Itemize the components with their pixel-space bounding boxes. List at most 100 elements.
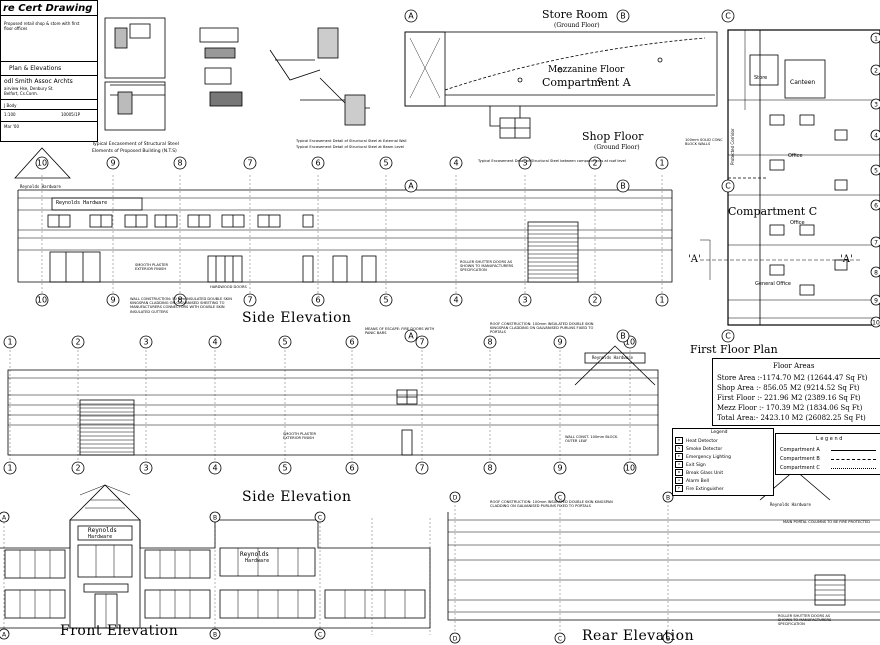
grid-bubble-plan-col-bottom-circle xyxy=(616,329,630,343)
floor-area-row: Store Area :-1174.70 M2 (12644.47 Sq Ft) xyxy=(717,374,868,382)
compartment-a-line xyxy=(831,450,876,451)
front-sign-2-line-1: Reynolds xyxy=(240,551,269,558)
rear-gable-sign: Reynolds Hardware xyxy=(770,502,811,507)
grid-bubble-plan-row-circle xyxy=(870,294,880,306)
floor-area-row-total: Total Area:- 2423.10 M2 (26082.25 Sq Ft) xyxy=(717,414,866,422)
mezzanine-label: Mezzanine Floor xyxy=(548,65,625,75)
grid-bubble-plan-col-mid-circle xyxy=(721,179,735,193)
grid-bubble-side1-bottom: 9 xyxy=(110,296,115,305)
compartment-c-line xyxy=(831,468,876,469)
grid-bubble-plan-col-top-circle xyxy=(404,9,418,23)
floor-areas-heading: Floor Areas xyxy=(773,362,815,370)
grid-bubble-plan-col-top-circle xyxy=(721,9,735,23)
grid-bubble-plan-col-top: C xyxy=(725,12,731,21)
scale-value: 1:100 xyxy=(4,112,16,117)
grid-bubble-side2-bottom-circle xyxy=(415,461,429,475)
grid-bubble-side2-top-circle xyxy=(208,335,222,349)
grid-bubble-side1-top: 4 xyxy=(453,159,458,168)
grid-bubble-side2-top-circle xyxy=(139,335,153,349)
grid-bubble-side1-bottom: 5 xyxy=(383,296,388,305)
note-block-wall: 100mm SOLID CONC BLOCK WALLS xyxy=(685,138,723,147)
detail-caption-encasement: Typical Encasement of Structural Steel xyxy=(92,142,179,147)
shop-floor-subtitle: (Ground Floor) xyxy=(594,144,640,151)
grid-bubble-plan-row: 8 xyxy=(874,270,878,277)
drawing-label: Plan & Elevations xyxy=(9,65,62,72)
grid-bubble-rear-top: B xyxy=(666,495,670,502)
compartment-legend-item: Compartment A xyxy=(780,447,820,453)
note-main-portal: MAIN PORTAL COLUMNS TO BE FIRE PROTECTED xyxy=(783,520,870,524)
grid-bubble-side2-top-circle xyxy=(483,335,497,349)
grid-bubble-side2-bottom-circle xyxy=(3,461,17,475)
grid-bubble-side1-bottom-circle xyxy=(379,293,393,307)
grid-bubble-plan-col-mid-circle xyxy=(404,179,418,193)
grid-bubble-front-bottom-circle xyxy=(209,628,221,640)
grid-bubble-side1-top: 1 xyxy=(659,159,664,168)
compartment-b-line xyxy=(831,459,876,460)
side-elevation-1-title: Side Elevation xyxy=(242,310,352,326)
grid-bubble-front-top-circle xyxy=(314,511,326,523)
grid-bubble-plan-col-top: A xyxy=(408,12,414,21)
rear-elevation-building xyxy=(447,469,880,621)
first-floor-plan xyxy=(700,29,880,326)
grid-bubble-plan-row: 1 xyxy=(874,36,878,43)
grid-bubble-rear-top: C xyxy=(558,495,562,502)
grid-bubble-side2-bottom: 3 xyxy=(143,464,148,473)
side-elevation-1-building xyxy=(14,147,711,283)
grid-bubble-side1-bottom-circle xyxy=(35,293,49,307)
detail-caption-external: Typical Encasement Detail of Structural … xyxy=(296,139,407,143)
grid-bubble-side2-top-circle xyxy=(278,335,292,349)
room-canteen: Canteen xyxy=(790,79,816,86)
fire-extinguisher-icon: F xyxy=(675,485,683,492)
grid-bubble-side1-top-circle xyxy=(106,156,120,170)
grid-bubble-rear-top-circle xyxy=(662,491,674,503)
grid-bubble-plan-row-circle xyxy=(870,64,880,76)
compartment-legend: L e g e n d Compartment A Compartment B … xyxy=(775,433,880,475)
grid-bubble-side1-bottom-circle xyxy=(106,293,120,307)
front-sign-line-2: Hardware xyxy=(88,534,113,540)
grid-bubble-plan-row: 10 xyxy=(872,320,880,327)
gable-sign-side-1: Reynolds Hardware xyxy=(20,184,61,189)
grid-bubble-side2-bottom-circle xyxy=(483,461,497,475)
grid-bubble-side1-bottom-circle xyxy=(311,293,325,307)
note-roller-shutter: ROLLER SHUTTER DOORS AS SHOWN TO MANUFAC… xyxy=(460,260,514,273)
note-wall-construction: WALL CONSTRUCTION: 50 mm INSULATED DOUBL… xyxy=(130,297,232,314)
grid-bubble-side2-bottom-circle xyxy=(623,461,637,475)
detail-caption-compartment: Typical Encasement Detail of Structural … xyxy=(478,159,626,163)
grid-bubble-side1-top-circle xyxy=(35,156,49,170)
grid-bubble-front-top-circle xyxy=(209,511,221,523)
grid-bubble-front-bottom: C xyxy=(318,632,322,639)
detail-caption-elements: Elements of Proposed Building (N.T.S) xyxy=(92,149,177,154)
grid-bubble-side2-bottom: 7 xyxy=(419,464,424,473)
store-room-title: Store Room xyxy=(542,8,608,21)
grid-bubble-side2-bottom: 1 xyxy=(7,464,12,473)
grid-bubble-side2-bottom: 6 xyxy=(349,464,354,473)
grid-bubble-side1-top-circle xyxy=(379,156,393,170)
grid-bubble-side2-top: 1 xyxy=(7,338,12,347)
grid-bubble-plan-row-circle xyxy=(870,32,880,44)
grid-bubble-side1-top: 3 xyxy=(522,159,527,168)
front-elevation-title: Front Elevation xyxy=(60,623,179,639)
grid-bubble-front-bottom-circle xyxy=(0,628,10,640)
grid-bubble-side2-top: 4 xyxy=(212,338,217,347)
store-room-subtitle: (Ground Floor) xyxy=(554,22,600,29)
grid-bubble-plan-col-bottom-circle xyxy=(404,329,418,343)
note-smooth-plaster: SMOOTH PLASTER EXTERIOR FINISH xyxy=(135,263,169,272)
floor-area-row: First Floor :- 221.96 M2 (2389.16 Sq Ft) xyxy=(717,394,861,402)
grid-bubble-side2-bottom: 9 xyxy=(557,464,562,473)
detail-caption-beam: Typical Encasement Detail of Structural … xyxy=(296,145,404,149)
grid-bubble-side2-top-circle xyxy=(71,335,85,349)
grid-bubble-plan-col-mid: B xyxy=(620,182,626,191)
grid-bubble-plan-col-bottom: C xyxy=(725,332,731,341)
grid-bubble-side2-bottom: 8 xyxy=(487,464,492,473)
grid-bubble-rear-bottom: C xyxy=(558,636,562,643)
grid-bubble-side1-bottom: 6 xyxy=(315,296,320,305)
grid-bubble-side2-top-circle xyxy=(553,335,567,349)
grid-bubble-side1-top: 5 xyxy=(383,159,388,168)
grid-bubble-rear-top: D xyxy=(453,495,458,502)
smoke-detector-icon: S xyxy=(675,445,683,452)
